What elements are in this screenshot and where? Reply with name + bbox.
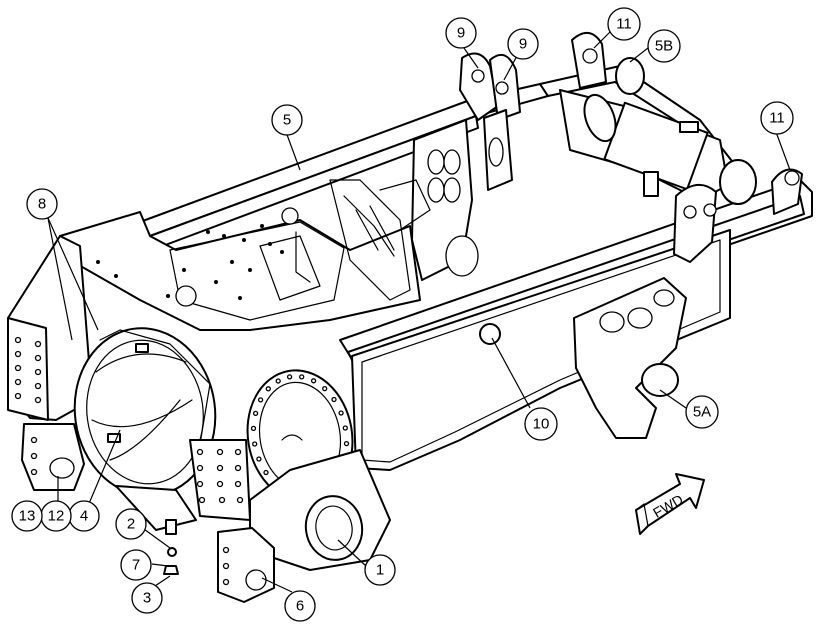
callout-2-label: 2 xyxy=(127,516,135,533)
callout-5a: 5A xyxy=(685,395,719,429)
callout-13: 13 xyxy=(11,500,43,532)
flange-bolt-hole xyxy=(250,425,257,432)
flange-bolt-hole xyxy=(257,397,264,403)
callout-9-left-label: 9 xyxy=(457,25,465,42)
callout-12-label: 12 xyxy=(48,508,65,525)
callout-5: 5 xyxy=(271,104,303,136)
callout-13-label: 13 xyxy=(19,508,36,525)
flange-bolt-hole xyxy=(322,385,328,392)
left-foot-holes xyxy=(30,436,38,476)
callout-9-right-label: 9 xyxy=(519,36,527,53)
callout-5-label: 5 xyxy=(283,112,291,129)
callout-10: 10 xyxy=(524,407,558,441)
callout-6-label: 6 xyxy=(296,598,304,615)
callout-8-label: 8 xyxy=(38,196,46,213)
callout-11-right-label: 11 xyxy=(769,110,785,127)
flange-bolt-hole xyxy=(275,378,281,384)
flange-bolt-hole xyxy=(331,396,337,403)
callout-1: 1 xyxy=(364,554,396,586)
flange-bolt-hole xyxy=(263,469,269,476)
callout-1-label: 1 xyxy=(376,562,384,579)
callout-7: 7 xyxy=(120,549,152,581)
callout-10-label: 10 xyxy=(533,416,550,433)
left-bolt-holes xyxy=(14,336,42,404)
callout-3: 3 xyxy=(131,582,163,614)
flange-bolt-hole xyxy=(343,440,350,447)
callout-4: 4 xyxy=(68,500,100,532)
callout-5b-label: 5B xyxy=(655,38,673,55)
callout-4-label: 4 xyxy=(80,508,88,525)
callout-12: 12 xyxy=(40,500,72,532)
flange-bolt-hole xyxy=(252,410,259,417)
flange-bolt-hole xyxy=(286,374,293,380)
callout-11-top-label: 11 xyxy=(616,16,632,33)
callout-7-label: 7 xyxy=(132,557,140,574)
flange-bolt-hole xyxy=(342,425,348,431)
center-bolt-holes xyxy=(196,448,244,504)
callout-9-left: 9 xyxy=(445,17,477,49)
flange-bolt-hole xyxy=(299,374,305,380)
flange-bolt-hole xyxy=(256,456,262,462)
deck-holes xyxy=(72,224,284,300)
callout-6: 6 xyxy=(284,590,316,622)
front-foot-holes xyxy=(222,546,230,586)
flange-bolt-hole xyxy=(265,386,271,392)
flange-bolt-hole xyxy=(252,441,258,447)
callout-11-top: 11 xyxy=(607,7,641,41)
frame-body xyxy=(7,32,813,603)
callout-11-right: 11 xyxy=(760,101,794,135)
callout-5b: 5B xyxy=(647,29,681,63)
callout-2: 2 xyxy=(115,508,147,540)
callout-3-label: 3 xyxy=(143,590,151,607)
flange-bolt-hole xyxy=(310,378,317,384)
fwd-arrow: FWD xyxy=(635,473,705,535)
callout-5a-label: 5A xyxy=(693,404,711,421)
callout-9-right: 9 xyxy=(507,28,539,60)
callout-8: 8 xyxy=(26,188,58,220)
flange-bolt-hole xyxy=(338,410,344,416)
